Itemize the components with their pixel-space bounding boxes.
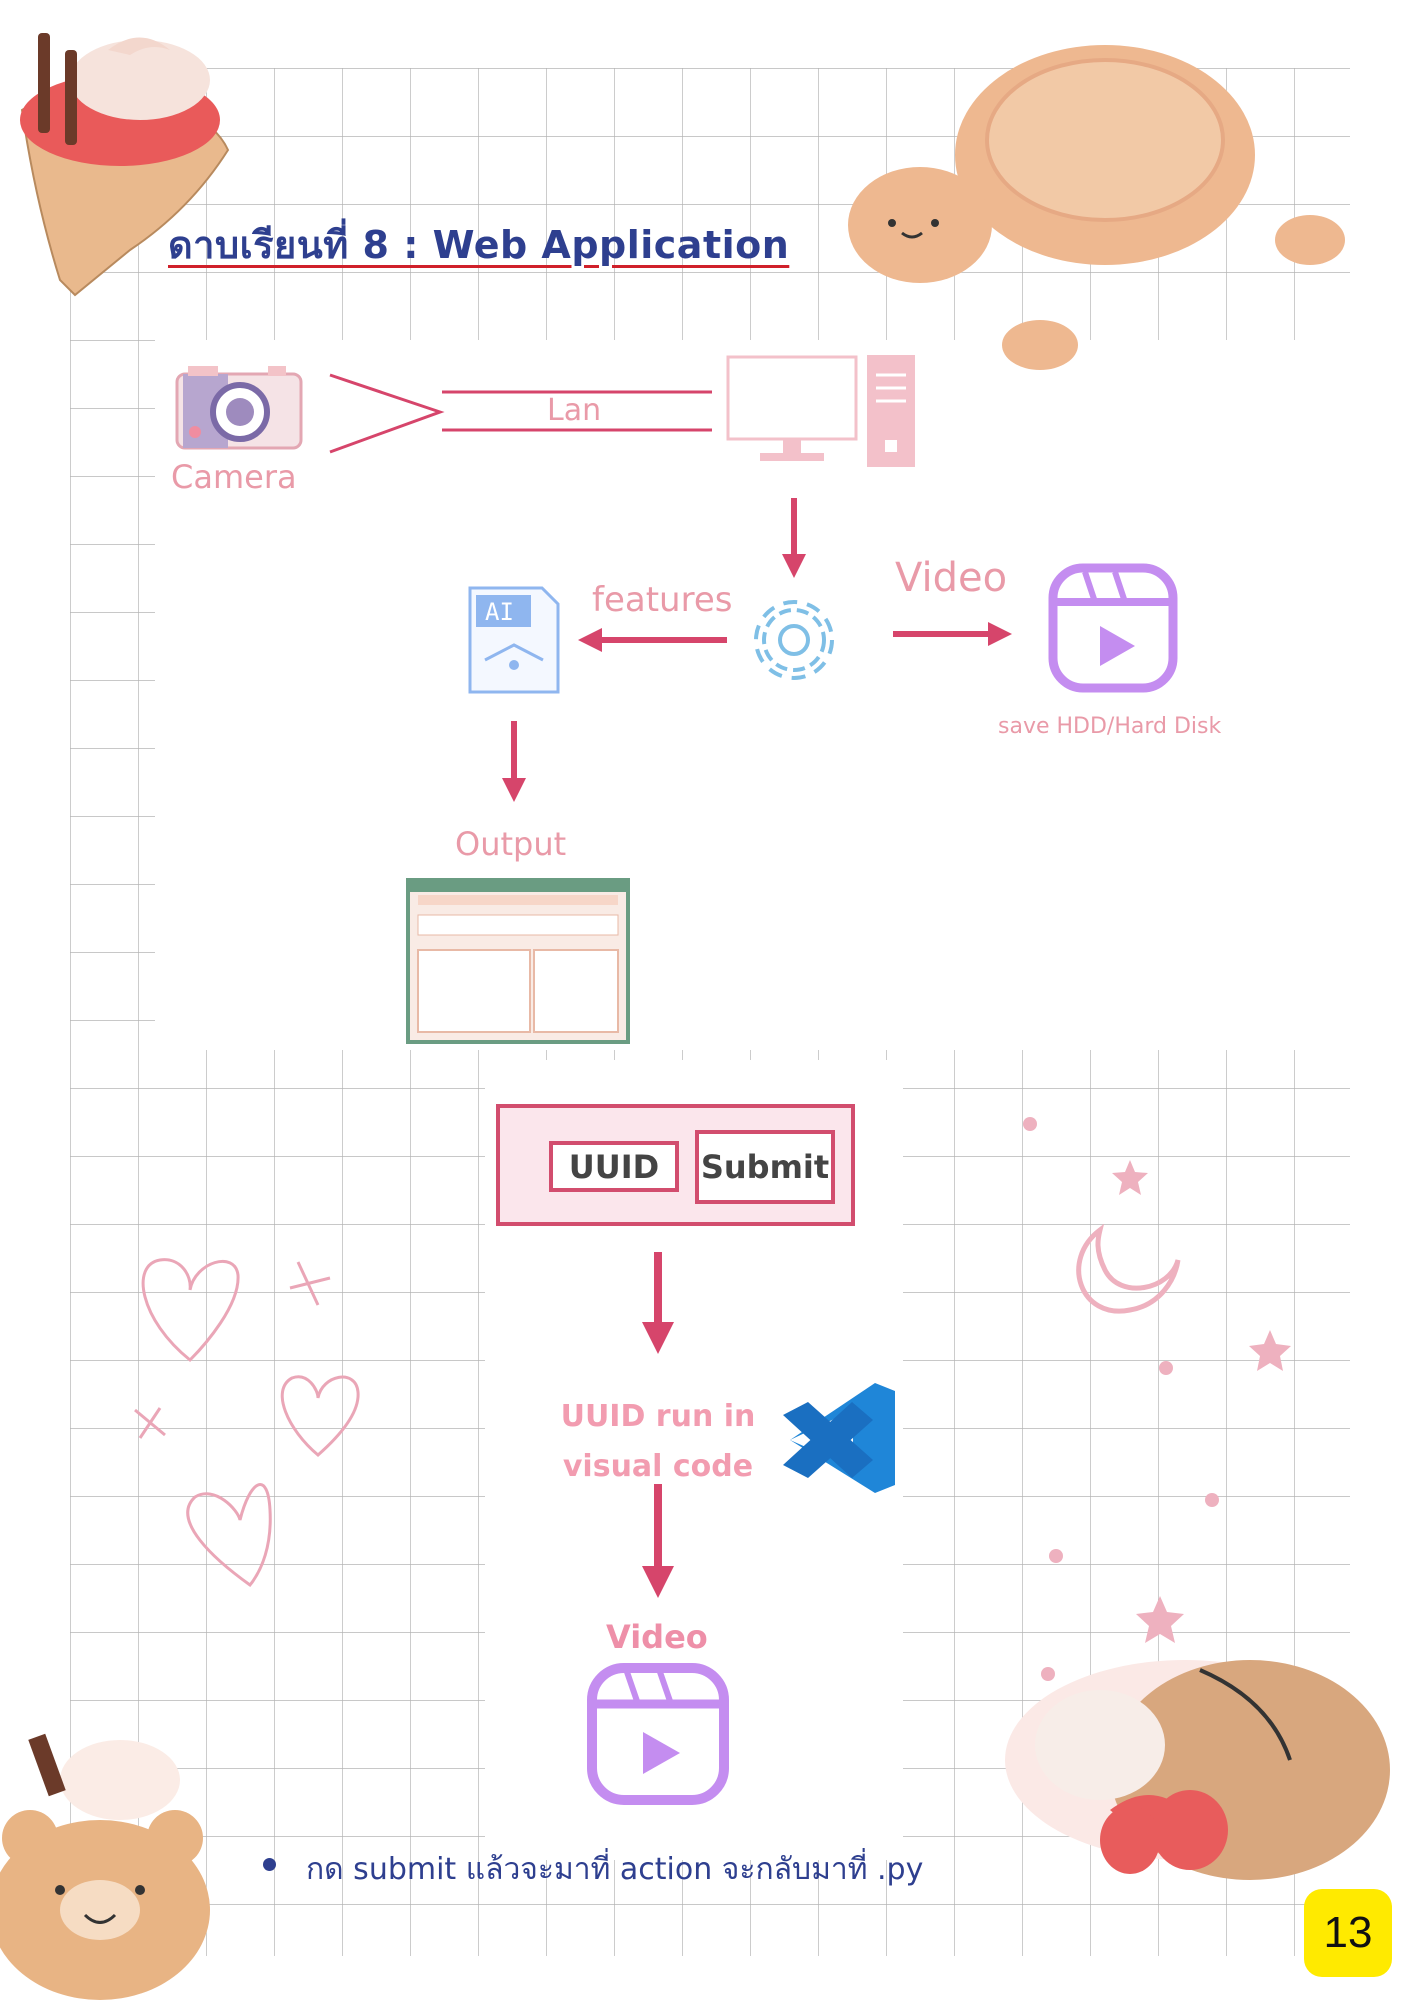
video-label: Video xyxy=(895,555,1008,601)
ai-file-icon: AI xyxy=(468,586,560,694)
camera-icon xyxy=(175,366,303,450)
ai-file-text: AI xyxy=(485,598,514,626)
output-label: Output xyxy=(455,825,567,863)
storage-label: save HDD/Hard Disk xyxy=(998,714,1222,739)
heart-doodles-icon xyxy=(134,1258,360,1588)
computer-icon xyxy=(726,355,915,467)
lan-label: Lan xyxy=(547,393,602,428)
video-icon xyxy=(587,1663,729,1805)
submit-button[interactable]: Submit xyxy=(695,1130,835,1204)
lan-connector xyxy=(329,373,712,454)
moon-stars-icon xyxy=(1023,1117,1291,1681)
features-label: features xyxy=(592,580,733,620)
gear-icon xyxy=(754,600,834,680)
page-title: ดาบเรียนที่ 8 : Web Application xyxy=(168,223,790,267)
output-browser-thumbnail xyxy=(406,878,630,1044)
bullet-dot xyxy=(263,1858,276,1871)
note-text: กด submit แล้วจะมาที่ action จะกลับมาที่… xyxy=(306,1852,924,1887)
uuid-run-label: UUID run in visual code xyxy=(560,1399,756,1484)
camera-label: Camera xyxy=(171,458,297,496)
vscode-icon xyxy=(783,1383,895,1493)
bottom-video-label: Video xyxy=(606,1618,708,1656)
turtle-sticker-icon xyxy=(848,45,1345,370)
video-icon xyxy=(1048,563,1178,693)
bear-sticker-icon xyxy=(0,1733,210,2000)
bun-sticker-icon xyxy=(1005,1660,1390,1880)
top-diagram-panel xyxy=(155,340,1350,1050)
crepe-sticker-icon xyxy=(20,33,230,297)
uuid-field[interactable]: UUID xyxy=(549,1141,679,1192)
page-number-badge: 13 xyxy=(1304,1889,1392,1977)
